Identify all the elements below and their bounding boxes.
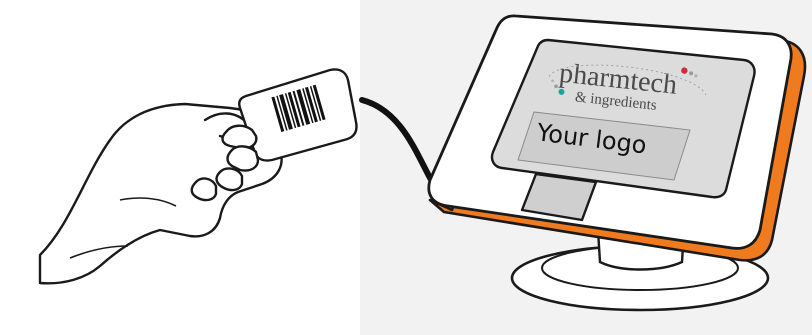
card-scan-illustration: pharmtech & ingredients Your logo (0, 0, 812, 335)
